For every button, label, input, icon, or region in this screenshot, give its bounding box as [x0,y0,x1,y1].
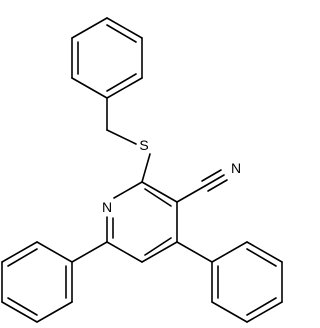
nitrile-nitrogen-atom-label: N [231,160,241,176]
benzyl-phenyl-ring [71,17,143,99]
bond [36,241,73,263]
bond [1,301,38,323]
triple-bond [204,174,225,187]
bond [106,129,137,145]
ring-nitrogen-atom-label: N [102,199,112,215]
bond [106,17,143,39]
bond [211,241,248,263]
double-bond [144,237,172,256]
pyridine-ring [106,181,178,263]
double-bond [7,248,38,267]
double-bond [144,188,172,207]
bond [1,241,38,263]
double-bond [106,24,137,43]
bond [71,77,108,99]
bond [106,241,143,263]
bond [176,241,213,263]
nitrile-group [176,169,228,203]
double-bond [106,73,137,92]
bond [176,185,206,203]
bond [246,301,283,323]
bond [36,301,73,323]
sulfur-atom-label: S [139,137,148,153]
bond [141,181,178,203]
triple-bond [207,179,228,192]
double-bond [7,297,38,316]
bond [141,241,178,263]
double-bond [246,248,277,267]
right-phenyl-ring [176,241,283,323]
bond [71,17,108,39]
chemical-structure-diagram: S N N [1,17,283,323]
bond [246,241,283,263]
double-bond [246,297,277,316]
bond [71,241,108,263]
bond [211,301,248,323]
left-phenyl-ring [1,241,108,323]
bond [113,181,143,199]
triple-bond [201,169,222,182]
bond [106,77,143,99]
bond [141,153,151,183]
